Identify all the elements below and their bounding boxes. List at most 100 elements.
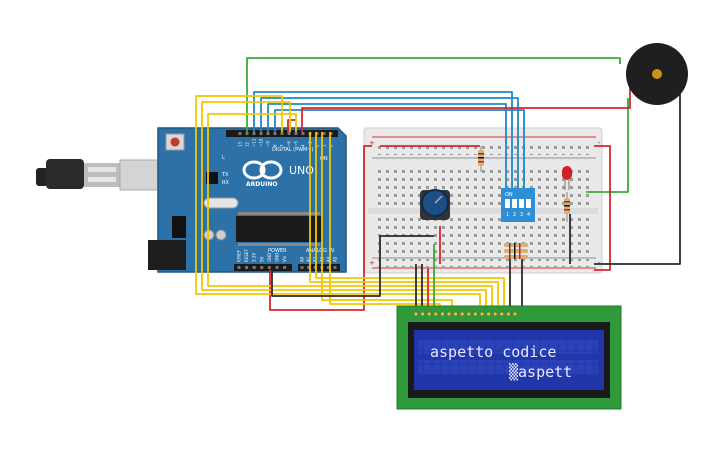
pin-socket [259,132,263,135]
pin-socket [238,132,242,135]
wire-green-buzzer [246,57,621,132]
pin-socket [301,132,305,135]
pin-label: ~11 [252,138,257,147]
pin-socket [333,266,337,269]
pin-label: 13 [238,141,243,147]
pin-label: 2 [315,144,320,147]
pin-label: 5V [259,256,264,262]
usb-cable [36,159,159,191]
pin-label: A4 [326,256,331,262]
lcd-header-pins [413,311,518,317]
wire-red-buzzer [301,79,638,132]
pin-socket [315,132,319,135]
pin-label: ~6 [287,141,292,147]
red-led [562,166,572,190]
power-jack [148,240,186,270]
lcd-pin [466,311,472,317]
rail-minus-label-bottom: - [598,259,601,267]
pin-label: A5 [333,256,338,262]
wire-red-rail [594,145,611,271]
pin-label: Vin [282,255,287,262]
pin-label: 4 [301,144,306,147]
dip-on-label: ON [505,192,513,198]
pin-label: ~10 [259,138,264,147]
pin-label: IOREF [237,249,242,262]
pin-socket [245,266,249,269]
arduino-uno: ARDUINO UNO L TX RX ON DIGITAL (PWM~) 13… [36,127,347,273]
lcd-pin [512,311,518,317]
pin-label: ~9 [266,141,271,147]
label-rx: RX [222,180,229,186]
potentiometer[interactable] [420,189,450,220]
wire-red-5v [269,145,372,311]
wire-blue-4 [274,109,525,192]
wire-blue-2 [260,97,519,192]
pin-socket [237,266,241,269]
wire-black-gnd [271,235,434,297]
lcd-pin [479,311,485,317]
power-header-label: POWER [268,248,287,254]
rail-plus-label: + [369,139,375,147]
pin-socket [267,266,271,269]
pin-label: ~5 [294,141,299,147]
lcd-module: aspetto codice ▒aspett [396,305,622,410]
reset-button[interactable] [170,137,180,147]
wire-blue-3 [267,103,507,192]
pin-socket [280,132,284,135]
lcd-pin [473,311,478,317]
lcd-pin [492,311,498,317]
rail-plus-label-bottom: + [369,259,375,267]
piezo-buzzer [626,43,688,105]
wire-yellow-4 [309,132,499,312]
pin-label: 0 [329,144,334,147]
pin-socket [326,266,330,269]
lcd-pin [459,311,465,317]
lcd-pin [446,311,452,317]
pin-socket [245,132,249,135]
model-label: UNO [289,164,314,177]
wire-yellow-2 [201,101,487,312]
resistor-bank [504,243,528,259]
lcd-pin [486,311,491,317]
pin-label: GND [275,253,280,262]
lcd-line-2: ▒aspett [509,363,572,381]
dip-number: 1 [506,212,509,218]
lcd-pin [433,311,439,317]
analog-header-label: ANALOG IN [306,248,334,254]
label-l: L [222,155,225,161]
arduino-logo: ARDUINO [242,160,283,188]
wire-green-led [586,98,629,193]
lcd-pin [440,311,445,317]
pin-label: GND [267,253,272,262]
lcd-line-1: aspetto codice [430,343,556,361]
pin-socket [252,266,256,269]
label-on: ON [320,156,328,162]
resistor-top [478,146,484,172]
pin-socket [294,132,298,135]
pin-socket [322,132,326,135]
pin-socket [287,132,291,135]
pin-socket [273,132,277,135]
wire-yellow-3 [207,113,493,312]
wires [195,57,681,312]
lcd-pin [413,311,419,317]
dip-number: 3 [520,212,523,218]
lcd-pin [499,311,505,317]
lcd-pin [506,311,511,317]
pin-socket [252,132,256,135]
pin-socket [275,266,279,269]
dip-number: 2 [513,212,516,218]
pin-label: A1 [306,256,311,262]
rail-minus-label: - [598,139,601,147]
atmega-chip [236,216,322,242]
resistors [478,146,570,259]
pin-label: 1 [322,144,327,147]
pin-label: A0 [300,256,305,262]
pin-socket [300,266,304,269]
pin-socket [307,266,311,269]
lcd-pin [426,311,432,317]
